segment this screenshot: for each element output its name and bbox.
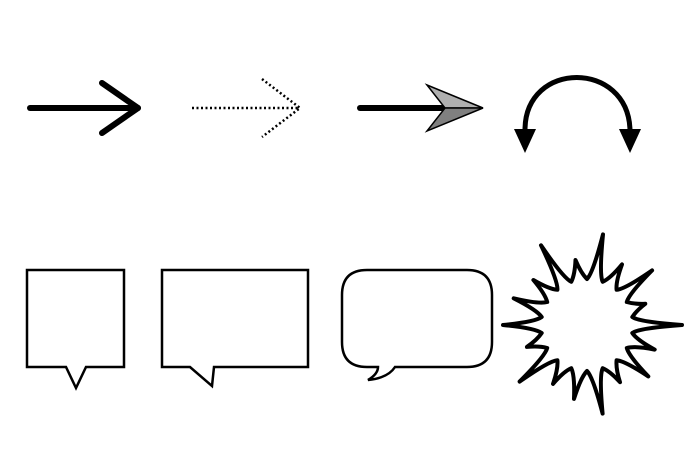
- speech-bubble-rounded[interactable]: [340, 268, 494, 382]
- speech-bubble-rect[interactable]: [160, 268, 310, 389]
- pointed-arrow[interactable]: [357, 83, 484, 133]
- speech-bubble-square[interactable]: [25, 268, 126, 391]
- burst[interactable]: [501, 232, 684, 416]
- dotted-arrow[interactable]: [192, 78, 303, 138]
- curved-double-arrow[interactable]: [514, 75, 641, 154]
- solid-arrow[interactable]: [27, 80, 141, 136]
